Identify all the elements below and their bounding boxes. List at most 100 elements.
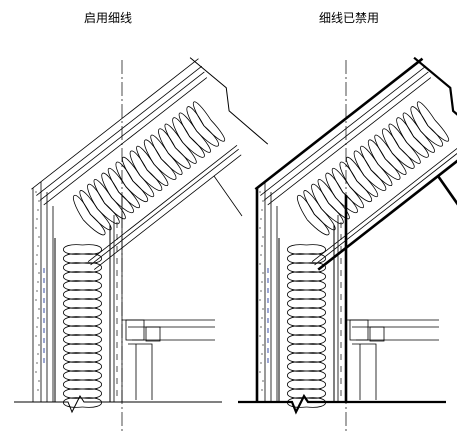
- cladding-stipple: [259, 335, 261, 337]
- cladding-stipple: [259, 299, 261, 301]
- roof-break-line: [189, 57, 269, 145]
- roof-cavity-inner: [311, 147, 457, 263]
- roof-insulation-loop-mirror: [193, 101, 219, 147]
- cladding-stipple: [262, 272, 264, 274]
- insulation-loop-mirror: [287, 370, 326, 390]
- insulation-loop-mirror: [63, 298, 102, 318]
- cladding-stipple: [260, 218, 262, 220]
- cladding-stipple: [37, 209, 39, 211]
- cladding-stipple: [38, 344, 40, 346]
- cladding-stipple: [35, 335, 37, 337]
- roof-insulation-loop-mirror: [164, 123, 191, 169]
- cladding-stipple: [38, 200, 40, 202]
- roof-vapour-line: [314, 153, 457, 266]
- roof-insulation-loop-mirror: [417, 101, 443, 147]
- bottom-break-line: [238, 393, 344, 415]
- roof-insulation-loop-mirror: [150, 134, 177, 180]
- insulation-loop-mirror: [287, 298, 326, 318]
- roof-deck-line: [260, 65, 427, 196]
- rim-joist: [125, 319, 145, 341]
- cladding-stipple: [38, 272, 40, 274]
- insulation-loop-mirror: [63, 316, 102, 336]
- roof-insulation-loop-mirror: [79, 190, 106, 236]
- roof-insulation-loop-mirror: [93, 178, 120, 225]
- cladding-stipple: [260, 362, 262, 364]
- roof-deck-line: [36, 65, 203, 196]
- rim-joist: [349, 319, 369, 341]
- cladding-stipple: [37, 245, 39, 247]
- panel-title-thin-lines-enabled: 启用细线: [84, 11, 133, 25]
- insulation-loop-mirror: [287, 280, 326, 300]
- joist-bracket: [352, 343, 377, 400]
- roof-insulation-loop-mirror: [107, 167, 134, 214]
- roof-break-line: [413, 56, 457, 116]
- insulation-loop-mirror: [63, 244, 102, 264]
- roof-ceiling-edge: [213, 175, 243, 217]
- cladding-stipple: [262, 344, 264, 346]
- cladding-stipple: [262, 380, 264, 382]
- roof-inner-face: [93, 154, 242, 270]
- cladding-stipple: [261, 245, 263, 247]
- cladding-stipple: [259, 371, 261, 373]
- roof-insulation-loop: [186, 106, 226, 142]
- cladding-stipple: [259, 227, 261, 229]
- cladding-stipple: [260, 254, 262, 256]
- panel-title-thin-lines-disabled: 细线已禁用: [319, 11, 380, 25]
- cladding-stipple: [37, 281, 39, 283]
- roof-insulation-loop-mirror: [331, 167, 358, 214]
- insulation-loop-mirror: [63, 388, 102, 408]
- cladding-stipple: [36, 362, 38, 364]
- roof-insulation-loop-mirror: [374, 134, 401, 180]
- insulation-loop-mirror: [287, 262, 326, 282]
- insulation-loop-mirror: [287, 352, 326, 372]
- insulation-loop-mirror: [63, 262, 102, 282]
- cladding-stipple: [38, 308, 40, 310]
- roof-cavity-inner: [87, 145, 238, 263]
- wall-section-thin-lines: [14, 57, 269, 432]
- cladding-stipple: [261, 317, 263, 319]
- roof-ceiling-edge: [436, 175, 457, 206]
- roof-insulation-loop-mirror: [178, 112, 205, 158]
- roof-vapour-line: [90, 148, 239, 266]
- insulation-loop-mirror: [63, 352, 102, 372]
- cladding-stipple: [38, 236, 40, 238]
- cladding-stipple: [260, 326, 262, 328]
- insulation-loop-mirror: [287, 316, 326, 336]
- roof-insulation-loop-mirror: [360, 145, 387, 191]
- cladding-stipple: [36, 326, 38, 328]
- joist-bracket: [128, 343, 153, 400]
- cladding-stipple: [36, 218, 38, 220]
- cladding-stipple: [37, 353, 39, 355]
- cladding-stipple: [261, 353, 263, 355]
- insulation-loop-mirror: [63, 280, 102, 300]
- cladding-stipple: [260, 290, 262, 292]
- roof-insulation-loop-mirror: [317, 178, 344, 225]
- cladding-stipple: [35, 227, 37, 229]
- cladding-stipple: [36, 254, 38, 256]
- cladding-stipple: [261, 209, 263, 211]
- cladding-stipple: [262, 308, 264, 310]
- cladding-stipple: [37, 389, 39, 391]
- cladding-stipple: [259, 263, 261, 265]
- cladding-stipple: [37, 317, 39, 319]
- cladding-stipple: [261, 389, 263, 391]
- insulation-loop-mirror: [287, 244, 326, 264]
- wall-section-thick-lines: [238, 56, 457, 432]
- roof-inner-face: [317, 159, 457, 271]
- blocking: [145, 326, 161, 342]
- roof-outer-face: [31, 58, 199, 190]
- roof-insulation-loop-mirror: [303, 190, 330, 236]
- roof-insulation-loop-mirror: [346, 156, 373, 203]
- roof-cavity-outer: [267, 77, 432, 206]
- cladding-stipple: [262, 236, 264, 238]
- bottom-break-line: [14, 395, 120, 414]
- cladding-stipple: [35, 299, 37, 301]
- roof-insulation-loop-mirror: [402, 112, 429, 158]
- cladding-stipple: [35, 263, 37, 265]
- cladding-stipple: [38, 380, 40, 382]
- cladding-stipple: [259, 191, 261, 193]
- cladding-stipple: [35, 371, 37, 373]
- insulation-loop-mirror: [63, 370, 102, 390]
- insulation-loop-mirror: [287, 334, 326, 354]
- cladding-stipple: [261, 281, 263, 283]
